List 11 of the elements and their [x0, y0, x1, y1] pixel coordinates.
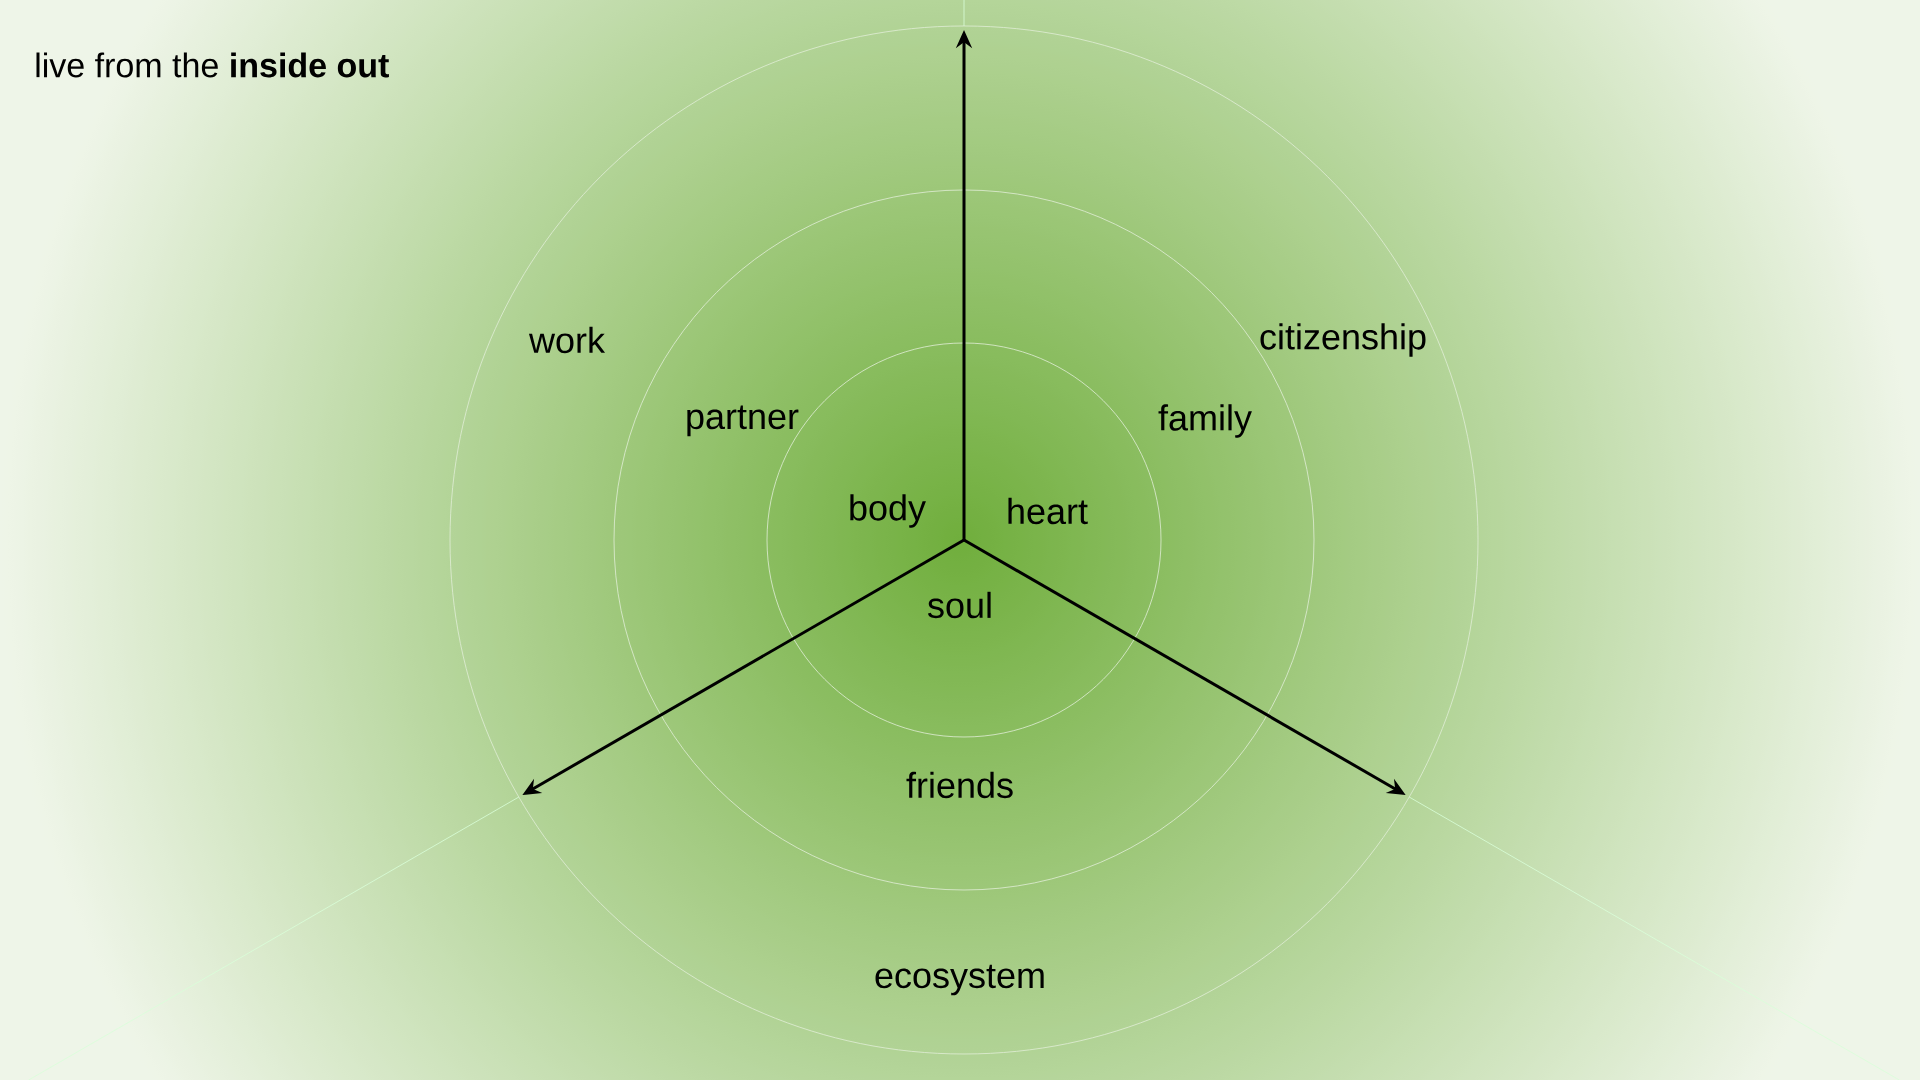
ring-label: body: [850, 494, 926, 528]
title: live from the inside out: [36, 52, 389, 78]
ring-label: friends: [906, 771, 1013, 799]
ring-label: heart: [1008, 497, 1088, 525]
ring-label: family: [1158, 404, 1252, 438]
ring-label: ecosystem: [875, 964, 1044, 996]
ring-label: work: [528, 326, 606, 354]
ring-label: partner: [687, 405, 799, 437]
ring-label: soul: [928, 591, 991, 619]
ring-label: citizenship: [1260, 323, 1426, 357]
outer-ring: [449, 25, 1479, 1055]
